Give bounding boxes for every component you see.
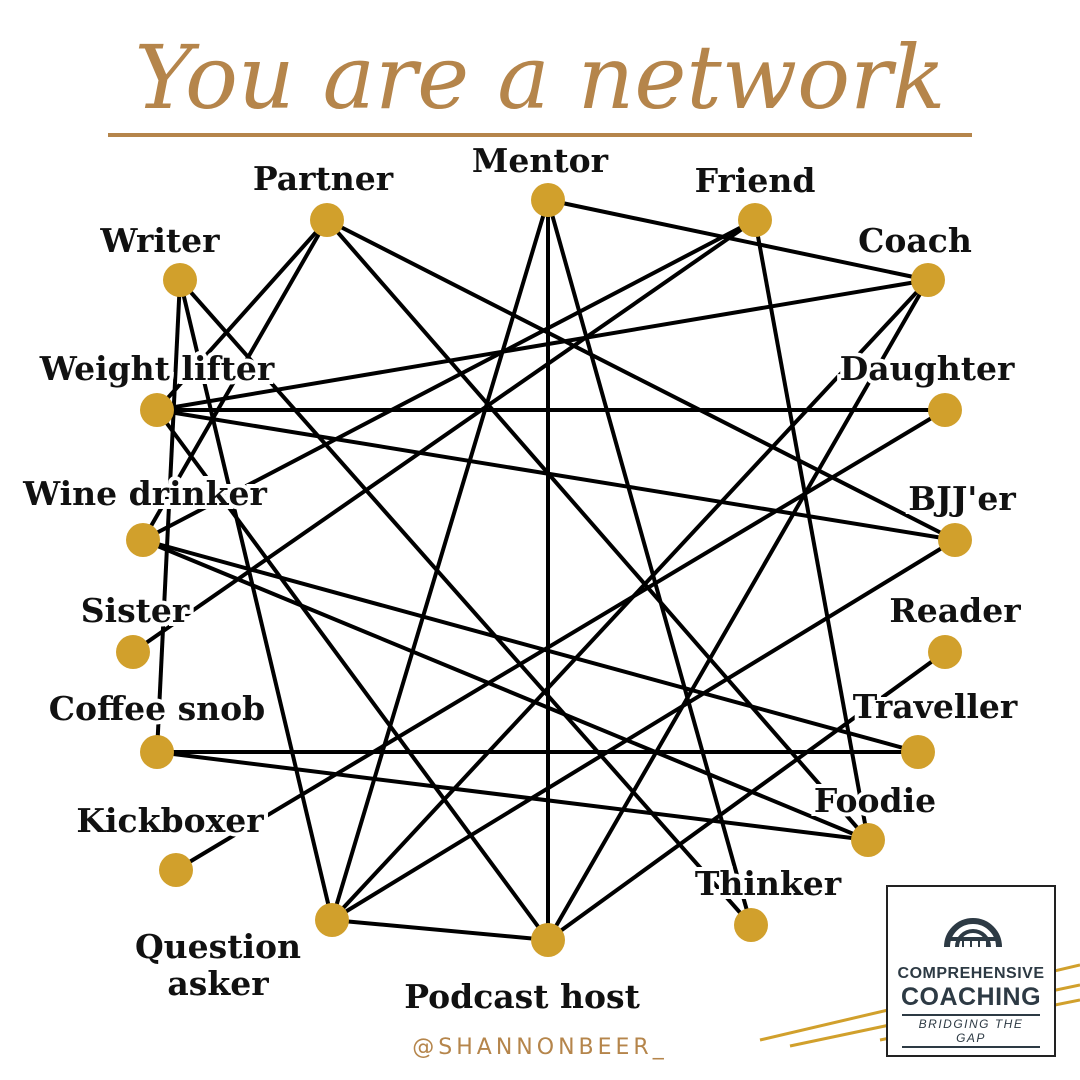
edge-writer-thinker xyxy=(178,278,753,927)
edge-partner-foodie xyxy=(325,218,870,842)
node-kickboxer xyxy=(159,853,193,887)
node-writer xyxy=(163,263,197,297)
edge-friend-wine_drinker xyxy=(142,218,756,542)
node-friend xyxy=(738,203,772,237)
label-reader: Reader xyxy=(889,591,1021,630)
edge-friend-foodie xyxy=(753,219,870,841)
node-sister xyxy=(116,635,150,669)
edge-partner-bjjer xyxy=(326,218,956,542)
edge-daughter-kickboxer xyxy=(174,408,947,872)
node-wine_drinker xyxy=(126,523,160,557)
label-thinker: Thinker xyxy=(695,864,842,903)
logo-text-comprehensive: COMPREHENSIVE xyxy=(897,965,1045,982)
edge-bjjer-question_asker xyxy=(330,538,957,922)
social-handle: @SHANNONBEER_ xyxy=(412,1035,667,1060)
label-wine_drinker: Wine drinker xyxy=(22,474,267,513)
nodes-layer xyxy=(116,183,972,957)
brand-logo: COMPREHENSIVE COACHING BRIDGING THE GAP xyxy=(886,885,1056,1057)
logo-tagline: BRIDGING THE GAP xyxy=(902,1014,1040,1048)
bridge-icon xyxy=(944,918,1002,948)
label-friend: Friend xyxy=(695,161,816,200)
label-mentor: Mentor xyxy=(472,141,609,180)
node-thinker xyxy=(734,908,768,942)
label-coach: Coach xyxy=(858,221,972,260)
edges-layer xyxy=(131,198,957,942)
label-kickboxer: Kickboxer xyxy=(76,801,264,840)
node-coffee_snob xyxy=(140,735,174,769)
node-traveller xyxy=(901,735,935,769)
label-writer: Writer xyxy=(99,221,220,260)
label-daughter: Daughter xyxy=(840,349,1015,388)
node-daughter xyxy=(928,393,962,427)
edge-writer-question_asker xyxy=(178,279,334,921)
edge-friend-sister xyxy=(131,218,757,654)
node-weight_lifter xyxy=(140,393,174,427)
edge-partner-wine_drinker xyxy=(141,219,329,541)
label-bjjer: BJJ'er xyxy=(908,479,1016,518)
node-partner xyxy=(310,203,344,237)
edge-coffee_snob-foodie xyxy=(156,750,869,842)
label-traveller: Traveller xyxy=(853,687,1018,726)
label-foodie: Foodie xyxy=(814,781,936,820)
edge-mentor-thinker xyxy=(546,199,753,926)
node-mentor xyxy=(531,183,565,217)
node-bjjer xyxy=(938,523,972,557)
edge-writer-coffee_snob xyxy=(155,279,182,753)
node-question_asker xyxy=(315,903,349,937)
edge-reader-podcast_host xyxy=(546,650,947,942)
label-partner: Partner xyxy=(253,159,394,198)
edge-wine_drinker-foodie xyxy=(142,538,869,842)
page-title: You are a network xyxy=(135,26,946,129)
edge-coach-weight_lifter xyxy=(156,278,929,412)
edge-mentor-coach xyxy=(547,198,929,282)
node-coach xyxy=(911,263,945,297)
label-coffee_snob: Coffee snob xyxy=(49,689,266,728)
label-podcast_host: Podcast host xyxy=(404,977,640,1016)
node-reader xyxy=(928,635,962,669)
node-foodie xyxy=(851,823,885,857)
edge-question_asker-podcast_host xyxy=(331,918,549,942)
logo-text-coaching: COACHING xyxy=(900,983,1042,1011)
node-podcast_host xyxy=(531,923,565,957)
label-sister: Sister xyxy=(81,591,190,630)
label-weight_lifter: Weight lifter xyxy=(39,349,275,388)
edge-weight_lifter-podcast_host xyxy=(155,408,550,942)
edge-weight_lifter-bjjer xyxy=(156,408,956,542)
edge-wine_drinker-traveller xyxy=(142,538,919,754)
edge-mentor-question_asker xyxy=(330,199,550,921)
edge-coach-podcast_host xyxy=(546,279,930,941)
edge-partner-weight_lifter xyxy=(155,218,329,412)
